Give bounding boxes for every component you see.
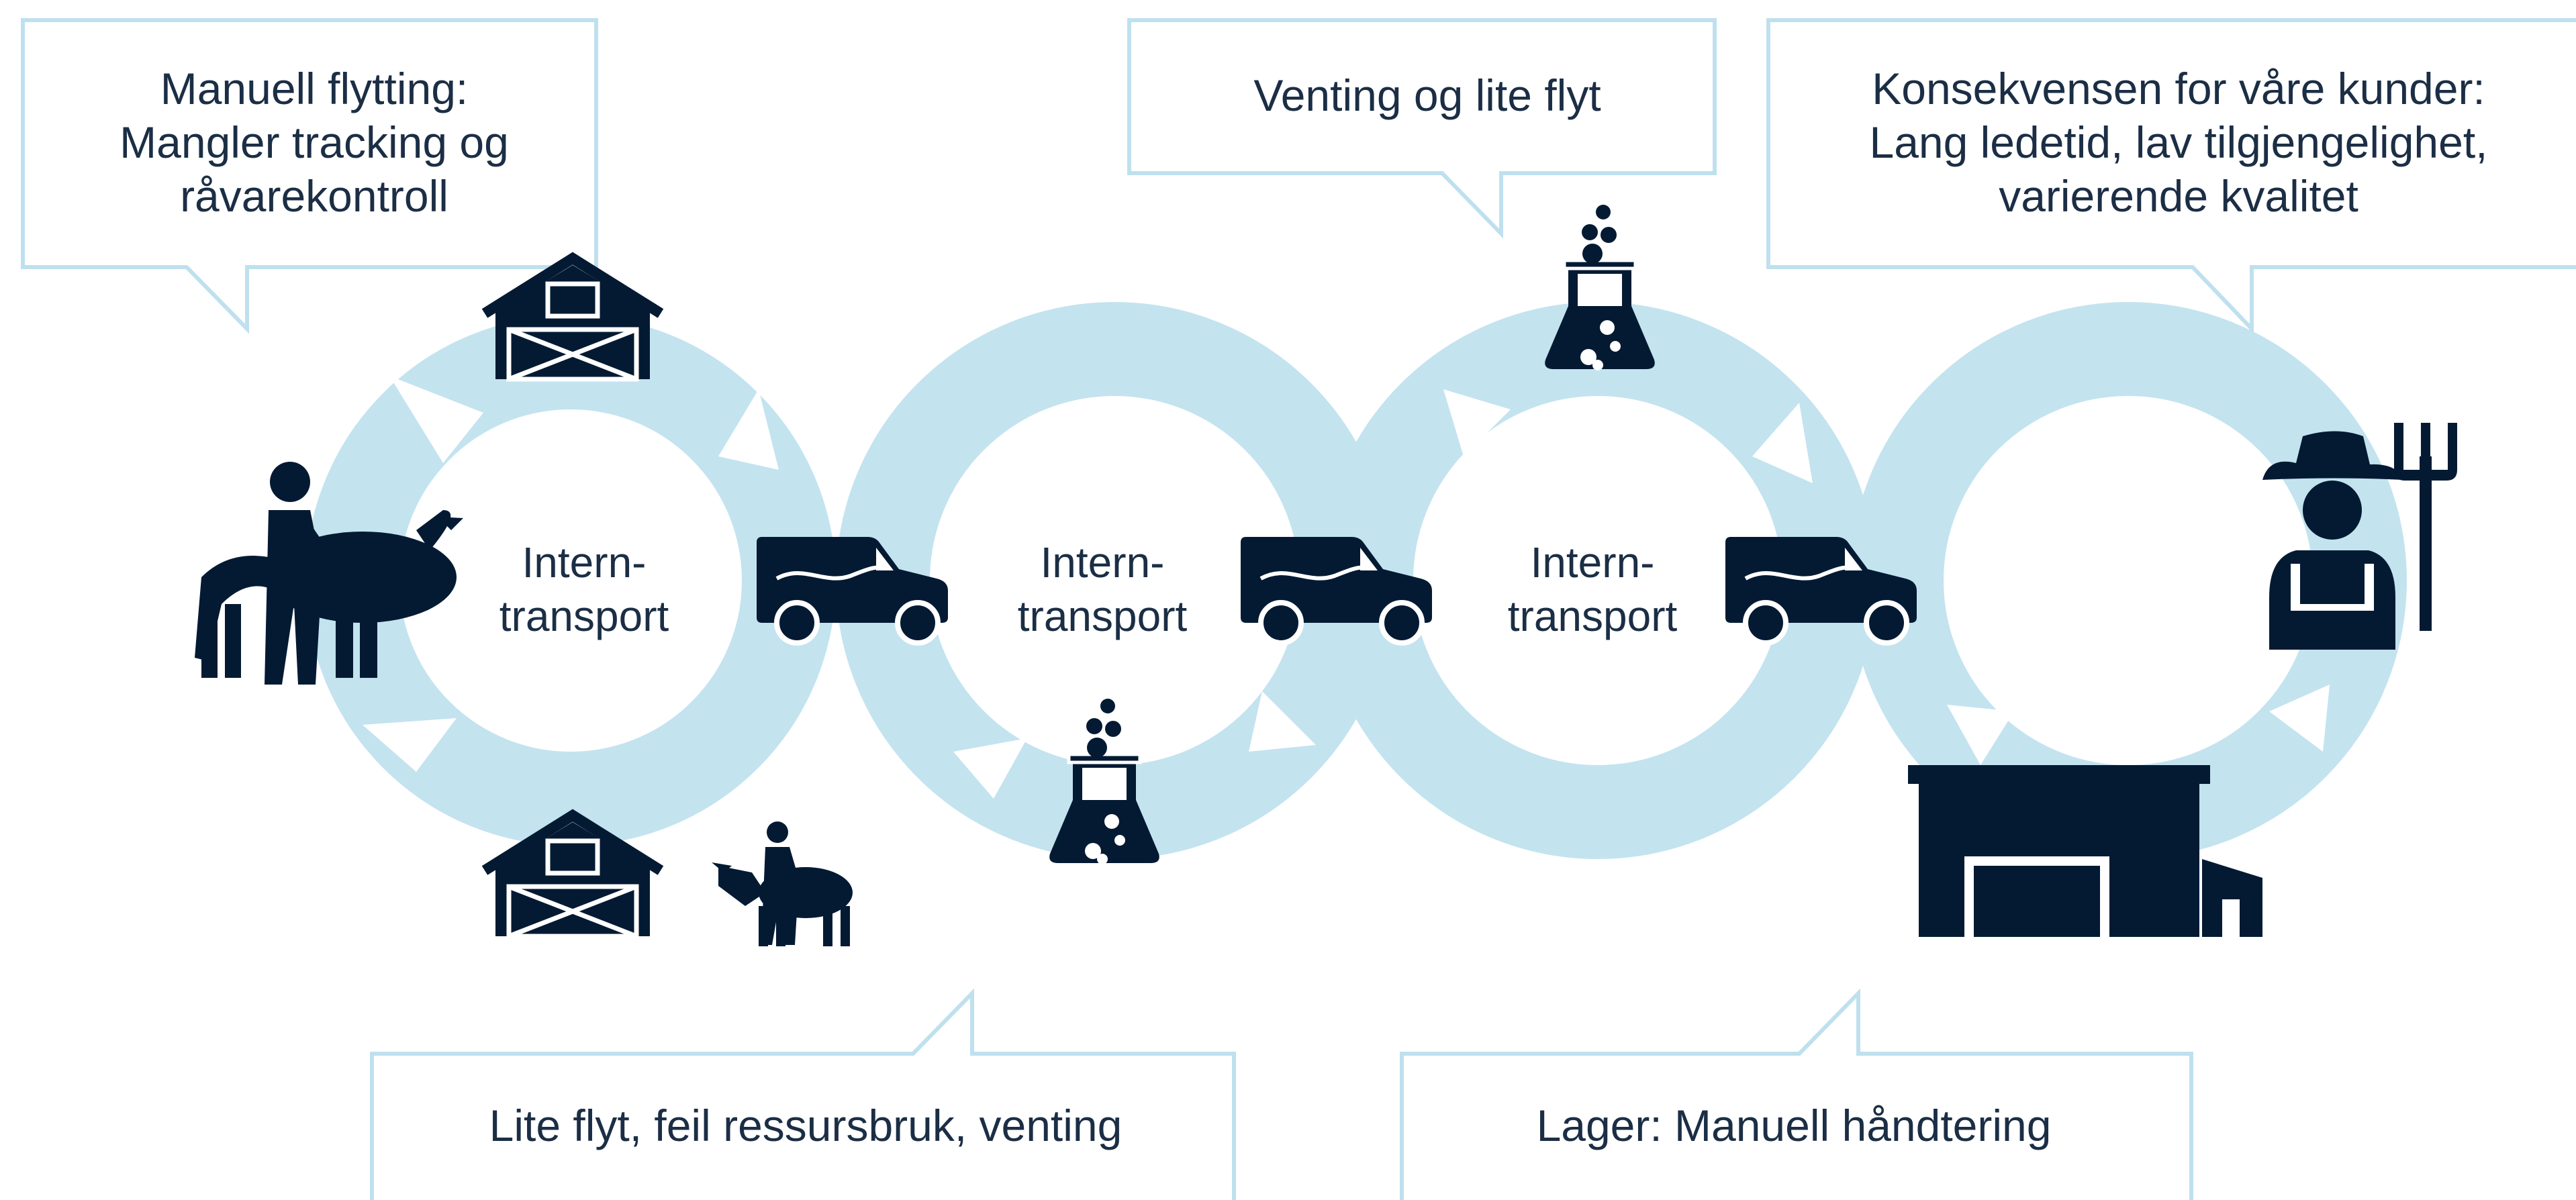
callout-consequence-line-2: Lang ledetid, lav tilgjengelighet, (1869, 117, 2487, 167)
lab-flask-icon (1545, 205, 1655, 370)
loop-label-2-line-2: transport (1018, 592, 1188, 640)
loop-label-3-line-1: Intern- (1531, 538, 1655, 587)
callout-consequence: Konsekvensen for våre kunder: Lang ledet… (1766, 18, 2576, 334)
callout-manual-move-line-1: Manuell flytting: (160, 64, 469, 113)
loop-label-1-line-2: transport (499, 592, 669, 640)
farmer-with-pitchfork-icon (2262, 423, 2457, 650)
loop-label-1-line-1: Intern- (522, 538, 647, 587)
callout-manual-move-line-3: råvarekontroll (180, 171, 448, 221)
loop-label-3-line-2: transport (1508, 592, 1678, 640)
callout-warehouse: Lager: Manuell håndtering (1400, 988, 2193, 1200)
callout-little-flow-line-1: Lite flyt, feil ressursbruk, venting (489, 1101, 1123, 1150)
loop-label-2: Intern- transport (1018, 538, 1188, 640)
callout-manual-move-line-2: Mangler tracking og (120, 117, 509, 167)
callout-little-flow: Lite flyt, feil ressursbruk, venting (370, 988, 1236, 1200)
barn-icon (485, 258, 661, 379)
farmer-with-cow-icon (195, 462, 463, 685)
callout-manual-move: Manuell flytting: Mangler tracking og rå… (21, 18, 598, 334)
callout-waiting-line-1: Venting og lite flyt (1253, 70, 1601, 120)
callout-warehouse-line-1: Lager: Manuell håndtering (1537, 1101, 2052, 1150)
loop-label-1: Intern- transport (499, 538, 669, 640)
loop-label-2-line-1: Intern- (1041, 538, 1165, 587)
cow-with-farmer-icon (712, 821, 853, 946)
callout-waiting: Venting og lite flyt (1127, 18, 1717, 239)
warehouse-icon (1908, 765, 2262, 937)
loop-label-3: Intern- transport (1508, 538, 1678, 640)
callout-consequence-line-3: varierende kvalitet (1999, 171, 2358, 221)
callout-consequence-line-1: Konsekvensen for våre kunder: (1872, 64, 2485, 113)
